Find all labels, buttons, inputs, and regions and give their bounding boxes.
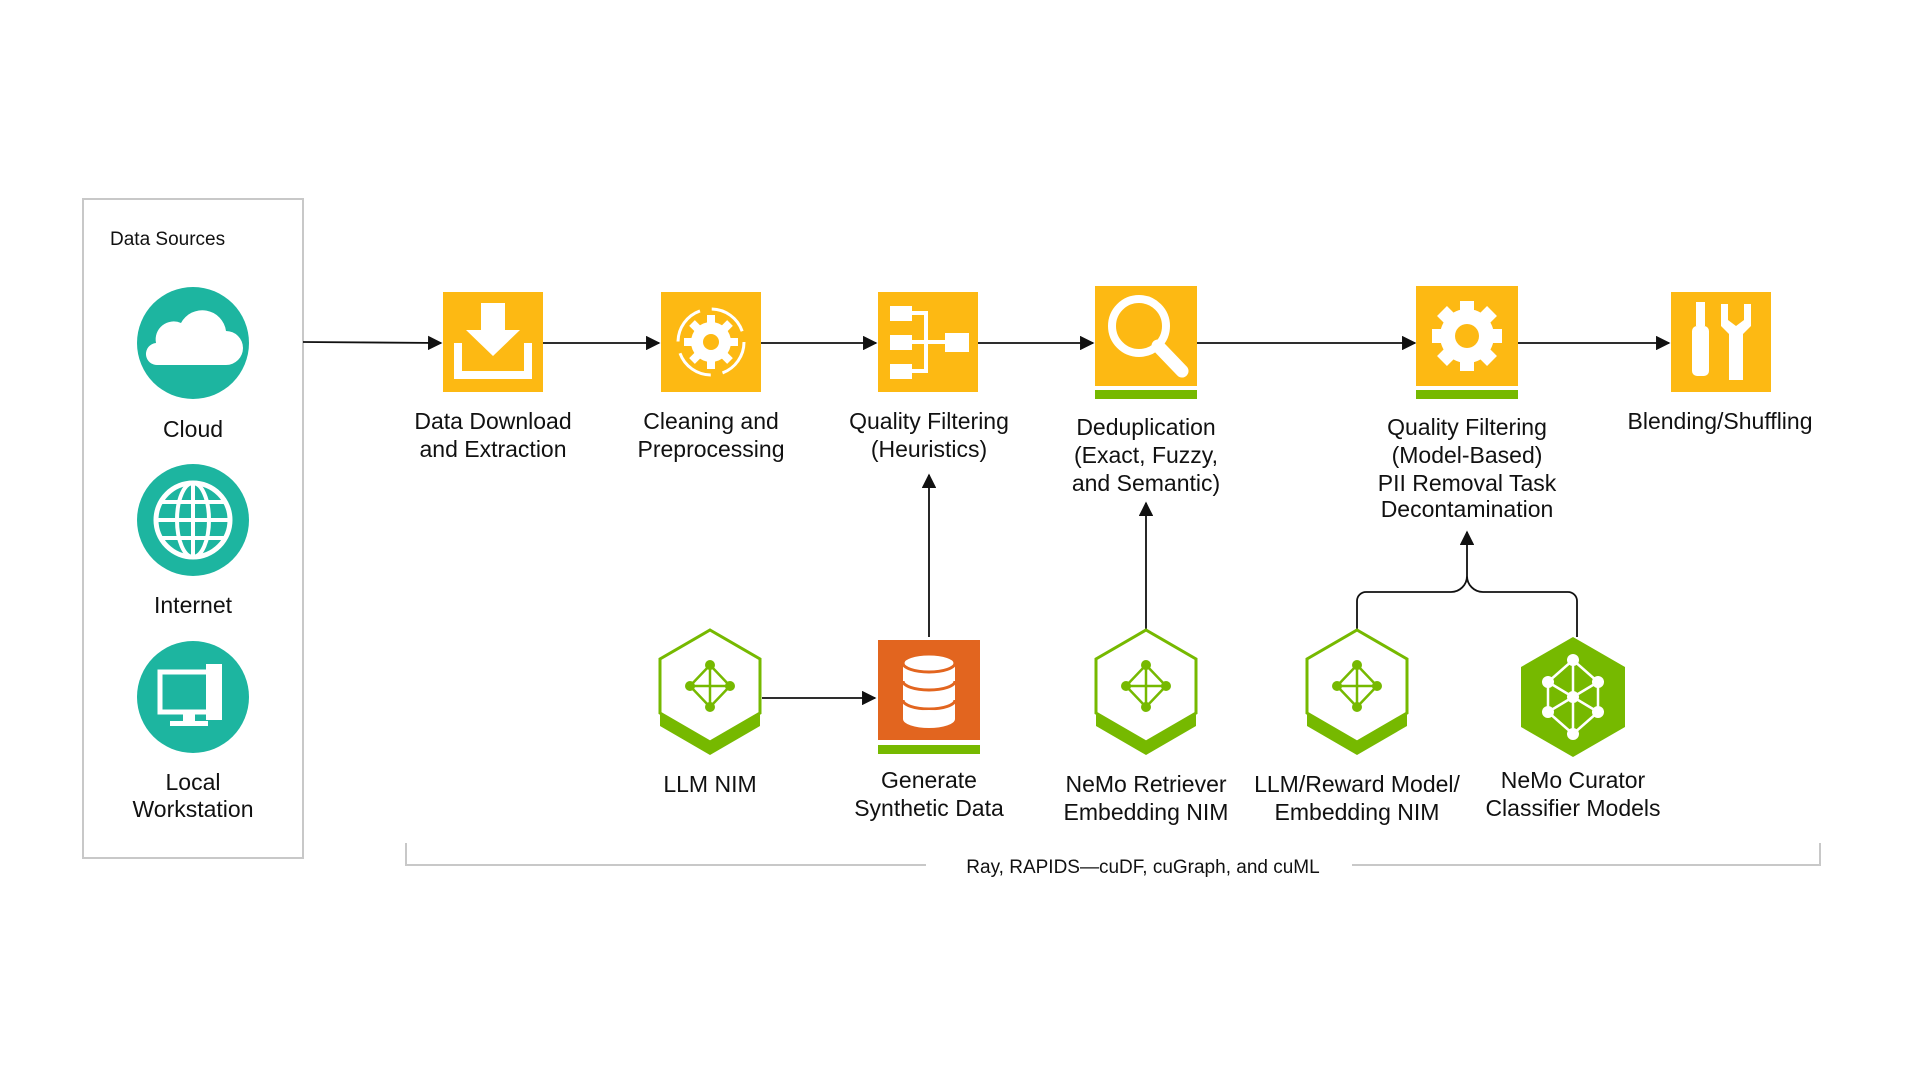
step-label-dedup-3: and Semantic) bbox=[1072, 470, 1220, 496]
step-label-download-1: Data Download bbox=[414, 408, 571, 434]
gear-icon bbox=[1416, 286, 1518, 399]
pipeline-arrows bbox=[302, 335, 1671, 351]
source-label-workstation: Workstation bbox=[132, 796, 253, 822]
nim-hexagon-icon bbox=[1305, 628, 1409, 755]
step-label-model-1: Quality Filtering bbox=[1387, 414, 1547, 440]
workstation-icon bbox=[137, 641, 249, 753]
data-sources-panel: Data Sources Cloud Internet Local Work bbox=[82, 198, 304, 859]
step-label-cleaning-1: Cleaning and bbox=[643, 408, 779, 434]
cloud-icon bbox=[137, 287, 249, 399]
step-label-dedup-2: (Exact, Fuzzy, bbox=[1074, 442, 1218, 468]
step-label-dedup-1: Deduplication bbox=[1076, 414, 1215, 440]
model-label-curator-1: NeMo Curator bbox=[1501, 767, 1646, 793]
magnifier-icon bbox=[1095, 286, 1197, 399]
model-label-curator-2: Classifier Models bbox=[1485, 795, 1660, 821]
model-label-llm-nim: LLM NIM bbox=[663, 771, 756, 797]
model-connectors bbox=[762, 473, 1578, 706]
database-icon bbox=[878, 640, 980, 754]
model-label-synthetic-2: Synthetic Data bbox=[854, 795, 1004, 821]
footer-bracket bbox=[405, 843, 1821, 866]
step-label-download-2: and Extraction bbox=[419, 436, 566, 462]
flowchart-icon bbox=[878, 292, 978, 392]
model-label-synthetic-1: Generate bbox=[881, 767, 977, 793]
step-label-model-3: PII Removal Task bbox=[1378, 470, 1557, 496]
gear-cycle-icon bbox=[661, 292, 761, 392]
nim-hexagon-icon bbox=[1094, 628, 1198, 755]
source-label-cloud: Cloud bbox=[163, 416, 223, 442]
model-label-reward-2: Embedding NIM bbox=[1275, 799, 1440, 825]
download-icon bbox=[443, 292, 543, 392]
footer-text: Ray, RAPIDS—cuDF, cuGraph, and cuML bbox=[966, 857, 1319, 878]
source-label-internet: Internet bbox=[154, 592, 233, 618]
model-label-retriever-1: NeMo Retriever bbox=[1065, 771, 1226, 797]
step-label-heuristics-1: Quality Filtering bbox=[849, 408, 1009, 434]
model-label-retriever-2: Embedding NIM bbox=[1064, 799, 1229, 825]
globe-icon bbox=[137, 464, 249, 576]
network-hexagon-icon bbox=[1521, 637, 1625, 757]
step-label-cleaning-2: Preprocessing bbox=[637, 436, 784, 462]
nim-hexagon-icon bbox=[658, 628, 762, 755]
step-label-blending: Blending/Shuffling bbox=[1628, 408, 1813, 434]
model-label-reward-1: LLM/Reward Model/ bbox=[1254, 771, 1460, 797]
data-sources-title: Data Sources bbox=[110, 229, 225, 250]
step-label-model-2: (Model-Based) bbox=[1392, 442, 1543, 468]
source-label-local: Local bbox=[166, 769, 221, 795]
tools-icon bbox=[1671, 292, 1771, 392]
step-label-heuristics-2: (Heuristics) bbox=[871, 436, 987, 462]
step-label-model-4: Decontamination bbox=[1381, 496, 1554, 522]
